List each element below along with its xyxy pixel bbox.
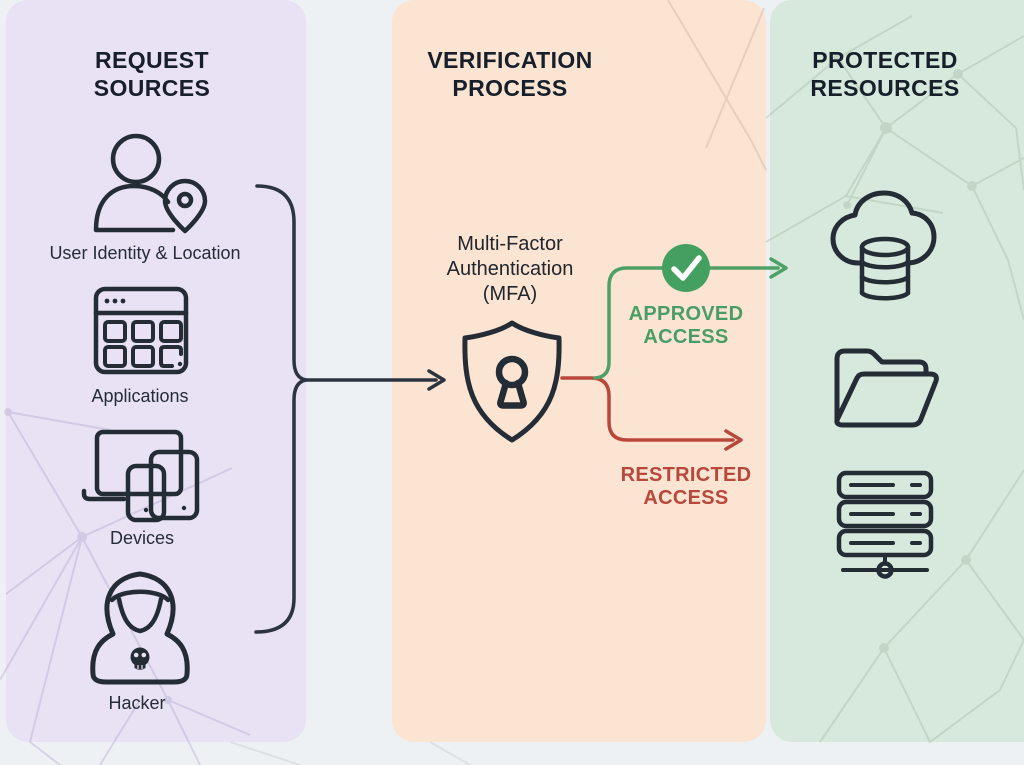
devices-icon xyxy=(81,429,200,523)
mfa-label: Multi-Factor Authentication (MFA) xyxy=(446,233,574,305)
applications-label: Applications xyxy=(91,386,189,406)
applications-icon xyxy=(93,286,189,375)
shield-keyhole-icon xyxy=(462,320,562,443)
approved-path-connector xyxy=(593,244,788,380)
cloud-database-icon xyxy=(830,190,937,301)
request-sources-title: REQUEST SOURCES xyxy=(93,47,211,101)
panel-verification-process xyxy=(392,0,766,742)
user-identity-location-label: User Identity & Location xyxy=(49,243,241,263)
server-icon xyxy=(836,470,934,579)
hacker-icon xyxy=(90,571,190,685)
arrow-head-icon xyxy=(769,257,788,279)
hacker-label: Hacker xyxy=(108,693,166,713)
panel-protected-resources xyxy=(770,0,1024,742)
protected-resources-title: PROTECTED RESOURCES xyxy=(810,47,960,101)
folder-icon xyxy=(834,348,939,428)
user-location-icon xyxy=(93,133,208,234)
devices-label: Devices xyxy=(109,528,175,548)
approved-access-label: APPROVED ACCESS xyxy=(628,303,744,348)
restricted-access-label: RESTRICTED ACCESS xyxy=(620,464,752,509)
arrow-head-icon xyxy=(724,429,743,451)
restricted-path-connector xyxy=(560,376,743,451)
verification-process-title: VERIFICATION PROCESS xyxy=(427,47,593,101)
check-circle-icon xyxy=(662,244,710,292)
arrow-head-icon xyxy=(427,369,446,391)
sources-bracket-connector xyxy=(254,184,446,634)
